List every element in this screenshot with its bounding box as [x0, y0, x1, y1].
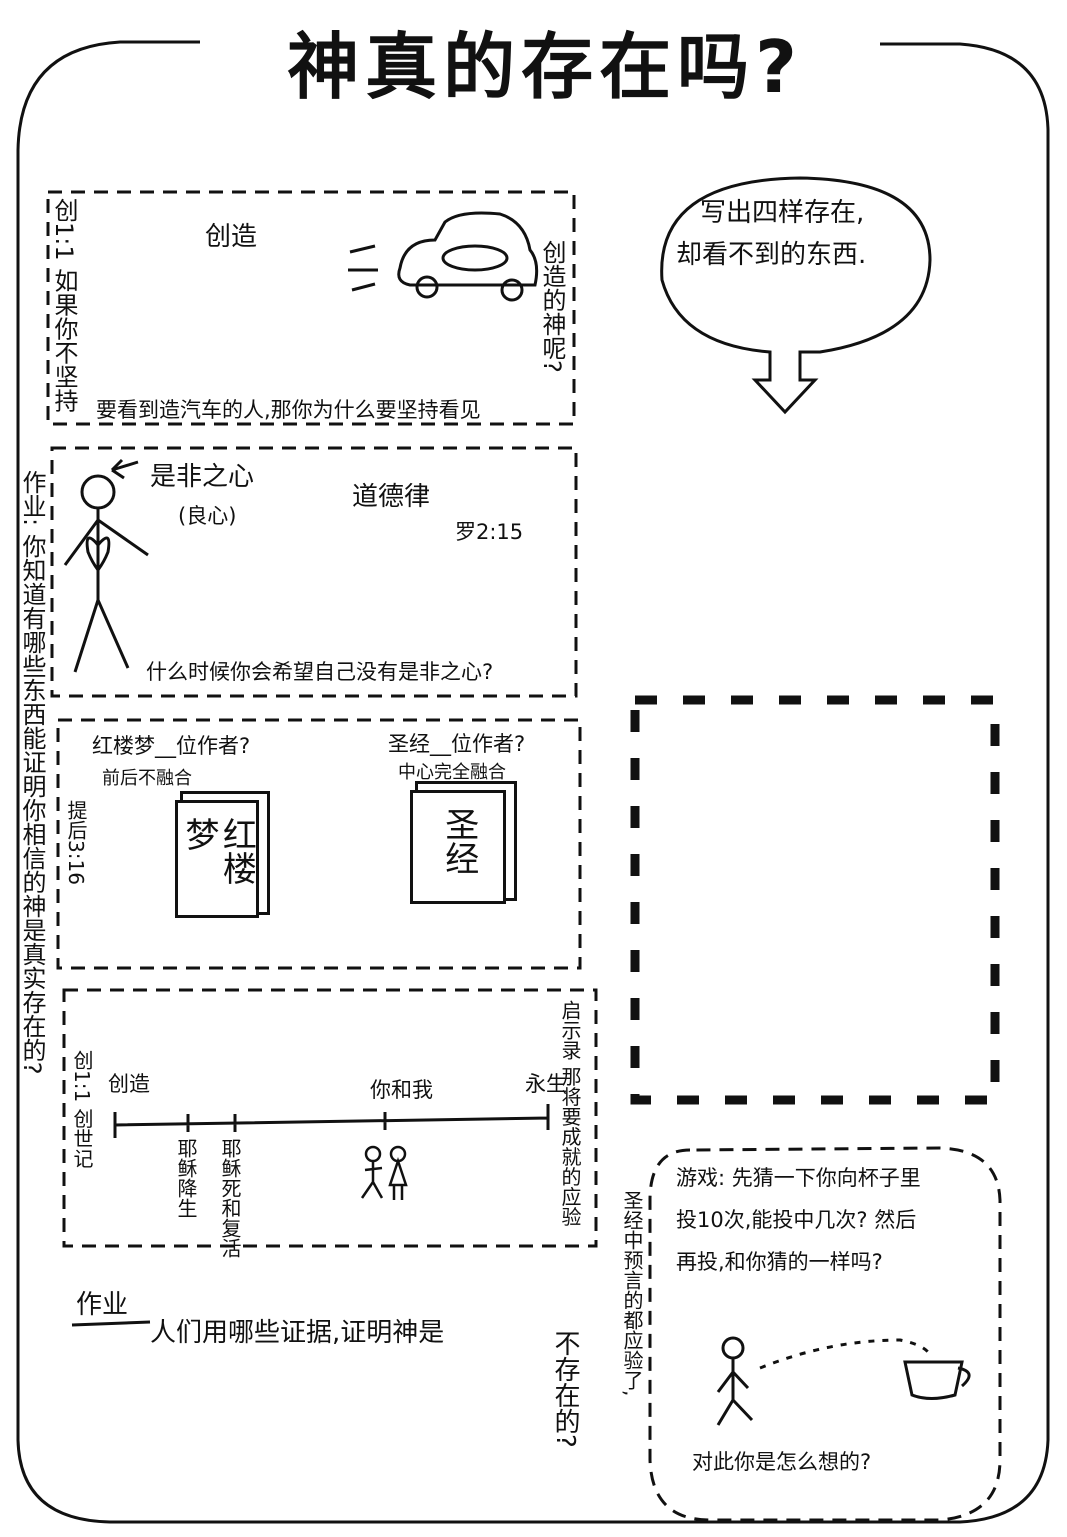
timeline-death: 耶稣死和复活	[218, 1138, 242, 1258]
timeline-start: 创造	[108, 1072, 150, 1096]
game-line1: 游戏: 先猜一下你向杯子里	[676, 1166, 921, 1190]
cup-icon	[903, 1360, 971, 1400]
game-line3: 再投,和你猜的一样吗?	[676, 1250, 883, 1274]
bible-note: 中心完全融合	[398, 762, 506, 783]
hlm-note: 前后不融合	[102, 768, 192, 789]
hlm-book-title: 红楼梦	[179, 817, 257, 885]
person-heart-icon	[63, 458, 149, 673]
timeline-right-vertical: 启示录 那将要成就的应验	[558, 1000, 582, 1227]
timeline-axis	[113, 1104, 550, 1138]
conscience-label: 是非之心	[150, 462, 255, 492]
creation-box	[46, 190, 576, 426]
game-left-vertical: 圣经中预言的都应验了,	[620, 1190, 644, 1397]
moral-reference: 罗2:15	[455, 520, 524, 544]
timeline-birth: 耶稣降生	[174, 1138, 198, 1218]
homework-label: 作业	[76, 1290, 129, 1320]
conscience-sub: (良心)	[178, 504, 237, 528]
homework-line2: 不存在的?	[550, 1330, 580, 1448]
moral-heading: 道德律	[352, 482, 431, 512]
bible-book-title: 圣经	[438, 807, 479, 875]
game-line2: 投10次,能投中几次? 然后	[676, 1208, 917, 1232]
moral-box	[50, 446, 578, 698]
creation-bottom-text: 要看到造汽车的人,那你为什么要坚持看见	[96, 398, 481, 422]
creation-left-vertical: 创1:1 如果你不坚持	[50, 198, 78, 413]
timeline-you-me: 你和我	[370, 1078, 433, 1102]
game-box	[648, 1146, 1002, 1522]
timeline-box	[62, 988, 598, 1248]
homework-line1: 人们用哪些证据,证明神是	[150, 1318, 445, 1348]
car-icon	[348, 211, 539, 302]
throw-path	[759, 1338, 932, 1370]
thought-bubble	[660, 176, 932, 415]
bubble-line1: 写出四样存在,	[700, 198, 865, 228]
bible-book: 圣经	[410, 790, 506, 904]
walking-person-icon	[716, 1336, 754, 1426]
page-title: 神真的存在吗?	[287, 25, 803, 109]
timeline-end: 永生	[525, 1072, 567, 1096]
homework-underline	[71, 1320, 151, 1327]
bubble-line2: 却看不到的东西.	[676, 240, 867, 270]
bible-question: 圣经__位作者?	[388, 732, 526, 756]
timeline-left-vertical: 创1:1 创世记	[70, 1050, 94, 1169]
hlm-book: 红楼梦	[175, 800, 259, 918]
books-box	[56, 718, 582, 970]
moral-question: 什么时候你会希望自己没有是非之心?	[146, 660, 494, 684]
side-homework: 作业: 你知道有哪些东西能证明你相信的神是真实存在的?	[18, 470, 46, 1075]
ants-square	[630, 695, 1000, 1105]
hlm-question: 红楼梦__位作者?	[92, 734, 251, 758]
creation-heading: 创造	[205, 222, 258, 252]
outer-frame	[16, 40, 1050, 1524]
couple-icon	[360, 1145, 408, 1200]
game-bottom: 对此你是怎么想的?	[692, 1450, 872, 1474]
books-side-ref: 提后3:16	[64, 800, 88, 885]
creation-right-vertical: 创造的神呢?	[538, 240, 566, 373]
